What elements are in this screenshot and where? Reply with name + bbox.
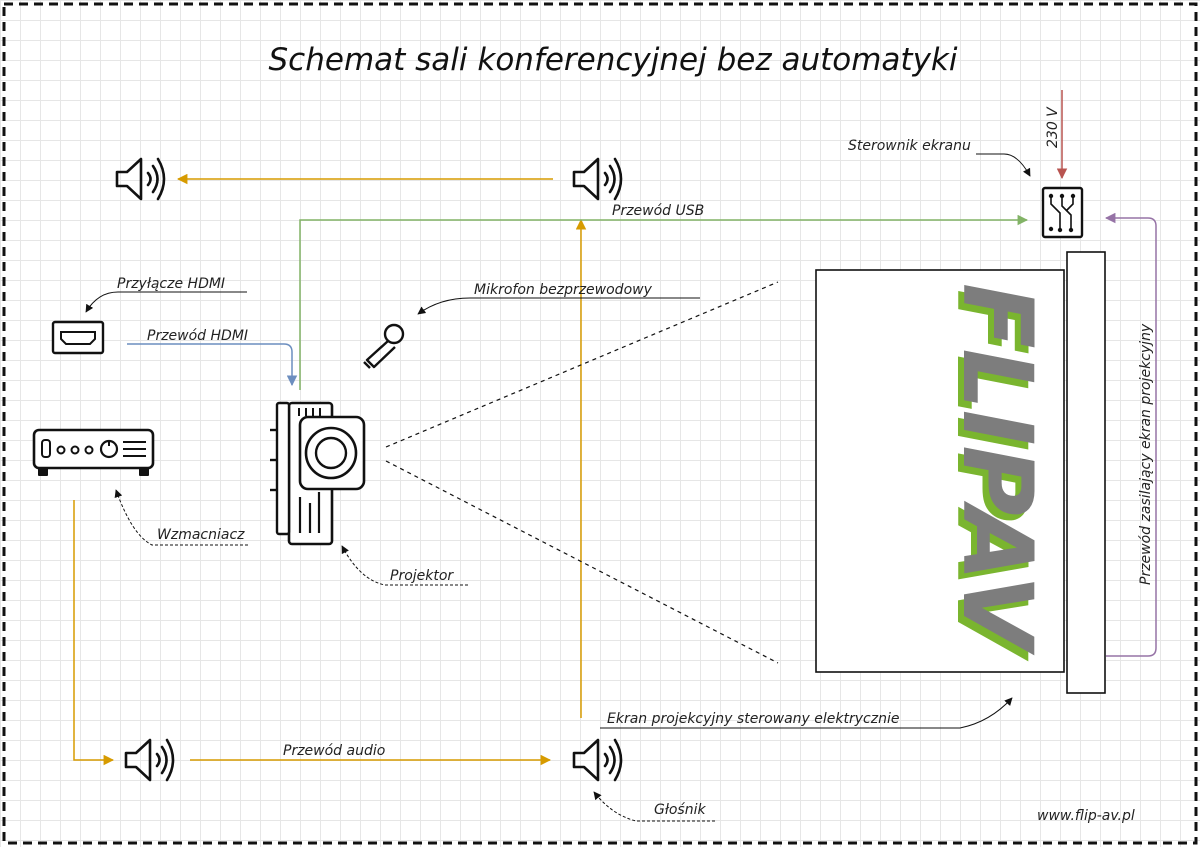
circuit-board-icon [1041, 186, 1084, 239]
amplifier-icon [32, 428, 155, 476]
projection-screen [815, 251, 1106, 694]
voltage-label: 230 V [1045, 106, 1061, 148]
callout-projector [341, 545, 468, 586]
callout-screen-controller [976, 153, 1031, 177]
hdmi-connector-label: Przyłącze HDMI [117, 276, 225, 292]
speaker-icon [572, 738, 623, 782]
hdmi-cable-label: Przewód HDMI [147, 328, 248, 344]
hdmi-line [127, 343, 298, 387]
electric-screen-label: Ekran projekcyjny sterowany elektrycznie [607, 711, 899, 727]
callout-microphone [417, 297, 700, 315]
svg-text:FLIPAV: FLIPAV [935, 289, 1047, 662]
website-label: www.flip-av.pl [1037, 808, 1135, 824]
audio-line-amplifier [73, 500, 115, 766]
speaker-icon [115, 157, 166, 201]
microphone-icon [363, 323, 405, 369]
flipav-logo: FLIPAV FLIPAV [935, 283, 1053, 662]
wireless-mic-label: Mikrofon bezprzewodowy [474, 282, 653, 298]
projection-beam-top [385, 281, 779, 448]
callout-hdmi-connector [85, 291, 247, 313]
screen-power-line [1104, 212, 1157, 657]
usb-cable-label: Przewód USB [612, 203, 704, 219]
svg-text:FLIPAV: FLIPAV [941, 283, 1053, 656]
audio-cable-label: Przewód audio [283, 743, 385, 759]
usb-line [299, 214, 1029, 390]
speaker-icon [572, 157, 623, 201]
callout-amplifier [114, 489, 248, 546]
callout-speaker [593, 791, 715, 822]
speaker-label: Głośnik [654, 802, 706, 818]
speaker-icon [124, 738, 175, 782]
projector-icon [270, 401, 366, 546]
screen-power-cable-label: Przewód zasilający ekran projekcyjny [1138, 323, 1154, 585]
screen-controller-label: Sterownik ekranu [848, 138, 971, 154]
amplifier-label: Wzmacniacz [157, 527, 245, 543]
page-title: Schemat sali konferencyjnej bez automaty… [269, 42, 958, 78]
projector-label: Projektor [390, 568, 454, 584]
hdmi-port-icon [51, 320, 105, 355]
projection-beam-bottom [385, 460, 779, 664]
callout-electric-screen [600, 697, 1013, 729]
